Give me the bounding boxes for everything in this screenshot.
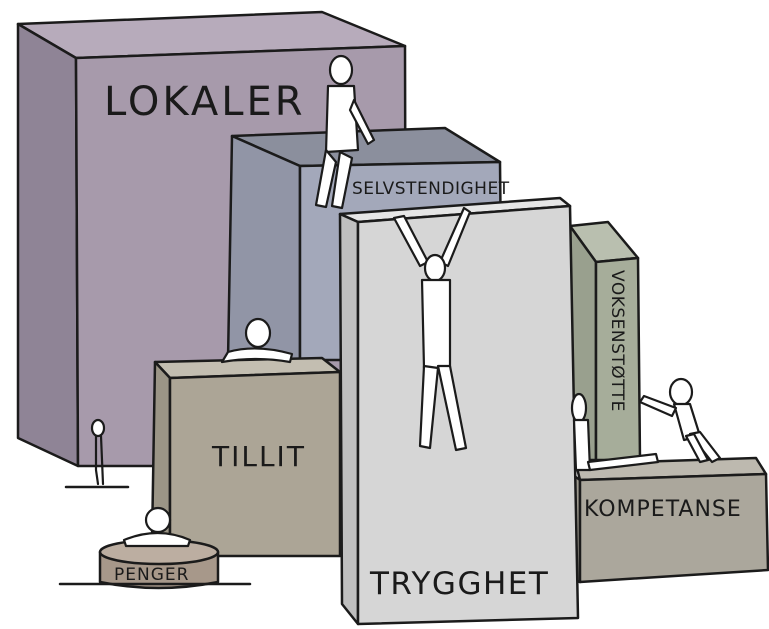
block-penger-label: PENGER	[114, 565, 189, 585]
block-trygghet-side	[338, 212, 360, 626]
block-trygghet-front	[356, 204, 580, 626]
ground-lines	[58, 485, 252, 586]
block-kompetanse-label: KOMPETANSE	[584, 497, 742, 522]
block-kompetanse-front	[578, 472, 769, 584]
figure-peeking	[122, 506, 192, 548]
block-trygghet-label: TRYGGHET	[369, 566, 549, 602]
figure-lying	[220, 317, 294, 364]
block-tillit: TILLIT	[150, 356, 342, 558]
block-voksenstotte: VOKSENSTØTTE	[568, 220, 642, 462]
block-lokaler-label: LOKALER	[104, 79, 306, 125]
figure-sitting-top	[314, 54, 376, 210]
block-selvstendighet-label: SELVSTENDIGHET	[352, 179, 510, 199]
block-kompetanse: KOMPETANSE	[564, 456, 769, 584]
block-trygghet: TRYGGHET	[338, 196, 580, 626]
figure-leaning	[570, 392, 660, 472]
figure-pushing	[638, 377, 722, 464]
figure-hanging	[392, 206, 472, 452]
block-penger: PENGER	[98, 538, 220, 590]
block-voksenstotte-label: VOKSENSTØTTE	[607, 270, 627, 412]
block-tillit-label: TILLIT	[211, 440, 306, 473]
block-tillit-front	[168, 370, 342, 558]
figure-small-standing	[90, 418, 106, 486]
block-lokaler-side	[16, 22, 80, 468]
